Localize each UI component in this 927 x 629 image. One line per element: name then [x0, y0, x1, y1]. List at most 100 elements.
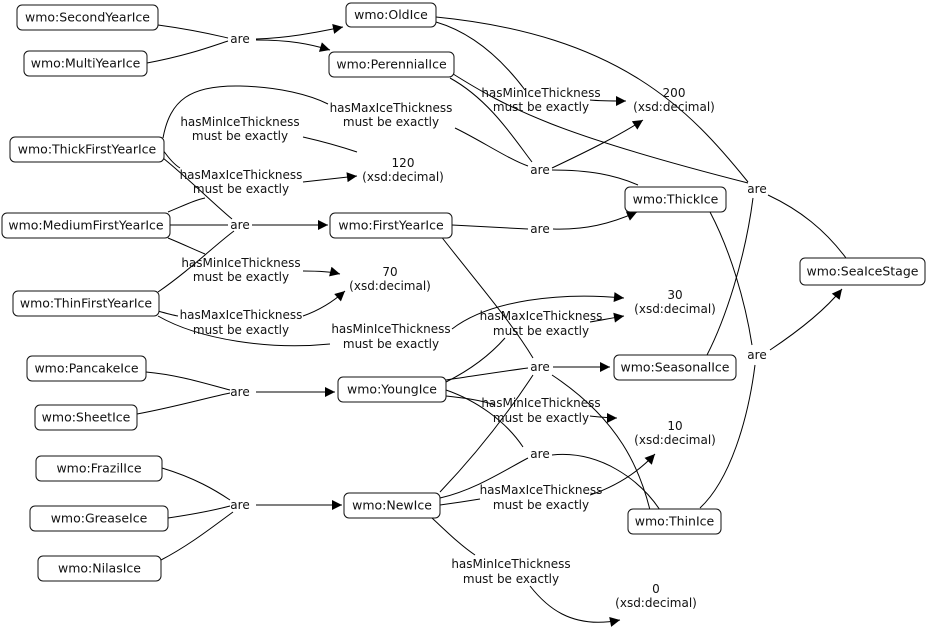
- edge: [589, 312, 625, 323]
- edge: [445, 337, 506, 383]
- edge: [551, 169, 639, 186]
- edge: [302, 290, 346, 317]
- node-new-ice[interactable]: wmo:NewIce: [343, 492, 441, 519]
- node-nilas-ice[interactable]: wmo:NilasIce: [37, 555, 162, 582]
- node-grease-ice[interactable]: wmo:GreaseIce: [29, 505, 169, 532]
- svg-text:must be exactly: must be exactly: [493, 100, 589, 114]
- node-thin-first-year-ice[interactable]: wmo:ThinFirstYearIce: [12, 290, 160, 317]
- edge: [302, 136, 358, 153]
- edge: [302, 266, 341, 277]
- svg-text:wmo:SheetIce: wmo:SheetIce: [42, 410, 131, 425]
- edge: [160, 511, 234, 561]
- edge: [161, 467, 231, 501]
- svg-text:hasMaxIceThickness: hasMaxIceThickness: [480, 483, 603, 497]
- svg-text:must be exactly: must be exactly: [193, 323, 289, 337]
- svg-text:wmo:ThickFirstYearIce: wmo:ThickFirstYearIce: [18, 142, 157, 157]
- svg-text:wmo:MediumFirstYearIce: wmo:MediumFirstYearIce: [8, 218, 164, 233]
- label-has-min-ice-thickness: hasMinIceThickness must be exactly: [181, 256, 300, 284]
- edge: [167, 237, 206, 255]
- node-pancake-ice[interactable]: wmo:PancakeIce: [26, 355, 147, 382]
- node-sheet-ice[interactable]: wmo:SheetIce: [34, 404, 138, 431]
- label-are: are: [230, 218, 249, 232]
- node-first-year-ice[interactable]: wmo:FirstYearIce: [329, 212, 453, 239]
- edge: [167, 197, 206, 213]
- svg-text:30: 30: [667, 288, 682, 302]
- svg-text:(xsd:decimal): (xsd:decimal): [349, 279, 431, 293]
- edge: [162, 149, 181, 169]
- svg-text:hasMaxIceThickness: hasMaxIceThickness: [180, 168, 303, 182]
- edge: [589, 453, 656, 496]
- edge: [302, 172, 358, 183]
- node-seasonal-ice[interactable]: wmo:SeasonalIce: [613, 354, 737, 381]
- svg-text:200: 200: [663, 86, 686, 100]
- svg-text:wmo:SecondYearIce: wmo:SecondYearIce: [25, 10, 150, 25]
- node-sea-ice-stage[interactable]: wmo:SeaIceStage: [799, 257, 926, 286]
- edge: [699, 364, 756, 509]
- edge: [162, 157, 233, 220]
- svg-text:120: 120: [392, 156, 415, 170]
- svg-text:wmo:ThinIce: wmo:ThinIce: [635, 514, 715, 529]
- edge: [445, 389, 524, 448]
- edge: [146, 40, 229, 64]
- svg-text:wmo:FirstYearIce: wmo:FirstYearIce: [338, 218, 444, 233]
- value-0: 0 (xsd:decimal): [615, 582, 697, 610]
- edge: [439, 234, 534, 359]
- edge: [435, 21, 526, 91]
- edge: [445, 395, 496, 406]
- label-are: are: [230, 498, 249, 512]
- edge: [435, 16, 749, 183]
- node-medium-first-year-ice[interactable]: wmo:MediumFirstYearIce: [1, 212, 171, 239]
- node-thick-ice[interactable]: wmo:ThickIce: [624, 186, 727, 213]
- label-are: are: [530, 447, 549, 461]
- edge: [706, 197, 754, 356]
- node-old-ice[interactable]: wmo:OldIce: [345, 2, 437, 28]
- svg-text:wmo:NewIce: wmo:NewIce: [352, 498, 432, 513]
- svg-text:hasMinIceThickness: hasMinIceThickness: [180, 115, 299, 129]
- svg-text:(xsd:decimal): (xsd:decimal): [362, 170, 444, 184]
- edge: [431, 517, 476, 556]
- node-thick-first-year-ice[interactable]: wmo:ThickFirstYearIce: [9, 136, 165, 163]
- edge: [551, 453, 661, 511]
- label-are: are: [530, 360, 549, 374]
- svg-text:0: 0: [652, 582, 660, 596]
- label-has-max-ice-thickness: hasMaxIceThickness must be exactly: [330, 101, 453, 129]
- svg-text:wmo:YoungIce: wmo:YoungIce: [347, 382, 437, 397]
- svg-text:hasMinIceThickness: hasMinIceThickness: [481, 396, 600, 410]
- value-30: 30 (xsd:decimal): [634, 288, 716, 316]
- svg-text:must be exactly: must be exactly: [493, 498, 589, 512]
- svg-text:hasMinIceThickness: hasMinIceThickness: [481, 86, 600, 100]
- node-young-ice[interactable]: wmo:YoungIce: [337, 376, 447, 403]
- edge: [157, 310, 179, 317]
- svg-text:must be exactly: must be exactly: [192, 129, 288, 143]
- svg-text:hasMinIceThickness: hasMinIceThickness: [451, 557, 570, 571]
- edge: [769, 288, 843, 351]
- edge: [439, 457, 529, 499]
- value-10: 10 (xsd:decimal): [634, 419, 716, 447]
- edge: [454, 127, 529, 167]
- label-are: are: [230, 385, 249, 399]
- node-second-year-ice[interactable]: wmo:SecondYearIce: [16, 4, 159, 31]
- svg-text:10: 10: [667, 419, 682, 433]
- node-perennial-ice[interactable]: wmo:PerennialIce: [328, 51, 455, 78]
- label-has-min-ice-thickness: hasMinIceThickness must be exactly: [481, 86, 600, 114]
- node-frazil-ice[interactable]: wmo:FrazilIce: [35, 455, 163, 482]
- edge: [157, 315, 331, 347]
- edge: [136, 392, 231, 415]
- connections: [136, 16, 847, 627]
- svg-text:hasMaxIceThickness: hasMaxIceThickness: [180, 308, 303, 322]
- svg-text:must be exactly: must be exactly: [493, 324, 589, 338]
- edge: [709, 211, 753, 346]
- svg-text:70: 70: [382, 265, 397, 279]
- label-has-min-ice-thickness: hasMinIceThickness must be exactly: [481, 396, 600, 425]
- label-has-max-ice-thickness: hasMaxIceThickness must be exactly: [480, 309, 603, 338]
- label-has-max-ice-thickness: hasMaxIceThickness must be exactly: [180, 308, 303, 337]
- label-has-min-ice-thickness: hasMinIceThickness must be exactly: [331, 322, 450, 351]
- node-multi-year-ice[interactable]: wmo:MultiYearIce: [23, 50, 148, 77]
- edge: [451, 292, 625, 330]
- label-has-min-ice-thickness: hasMinIceThickness must be exactly: [451, 557, 570, 586]
- svg-text:must be exactly: must be exactly: [193, 270, 289, 284]
- edge: [589, 412, 618, 423]
- node-thin-ice[interactable]: wmo:ThinIce: [627, 508, 722, 535]
- edge: [439, 374, 534, 493]
